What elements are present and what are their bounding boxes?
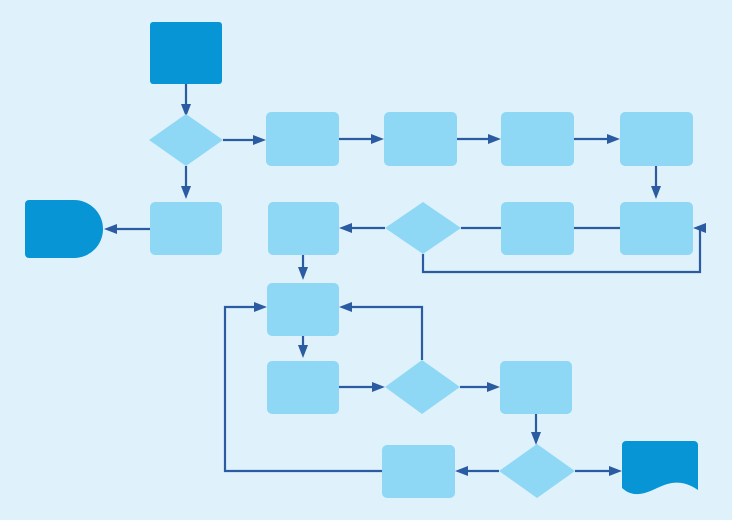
node-decision-1[interactable] — [149, 114, 223, 166]
node-layer — [25, 22, 698, 498]
node-decision-2[interactable] — [385, 202, 461, 254]
connector-process-r1-3-to-process-r1-4 — [574, 134, 620, 144]
node-process-r1-3[interactable] — [501, 112, 574, 166]
node-start[interactable] — [150, 22, 222, 84]
node-process-r2-4[interactable] — [620, 202, 693, 255]
node-process-r3-2[interactable] — [267, 361, 339, 414]
node-process-r2-2[interactable] — [268, 202, 339, 255]
connector-layer — [104, 84, 706, 476]
node-process-r3-3[interactable] — [500, 361, 572, 414]
connector-decision-2-loop-to-process-r2-4 — [421, 223, 706, 274]
node-process-r4-1[interactable] — [382, 445, 455, 498]
connector-decision-1-to-process-r1-1 — [223, 135, 266, 145]
connector-decision-3-loop-to-process-r3-1 — [339, 302, 424, 360]
node-process-r1-2[interactable] — [384, 112, 457, 166]
node-process-r1-1[interactable] — [266, 112, 339, 166]
connector-process-r2-2-to-process-r3-1 — [298, 255, 308, 280]
connector-process-r1-2-to-process-r1-3 — [457, 134, 501, 144]
node-decision-4[interactable] — [499, 444, 575, 498]
connector-decision-3-to-process-r3-3 — [460, 382, 500, 392]
connector-decision-2-to-process-r2-2 — [339, 223, 385, 233]
node-process-r2-1[interactable] — [150, 202, 222, 255]
connector-process-r2-1-to-end-terminator — [104, 224, 150, 234]
node-process-r3-1[interactable] — [267, 283, 339, 336]
node-decision-3[interactable] — [385, 360, 460, 414]
connector-start-to-decision-1 — [181, 84, 191, 117]
connector-decision-4-to-process-r4-1 — [455, 466, 499, 476]
connector-process-r3-1-to-process-r3-2 — [298, 336, 308, 358]
connector-process-r4-1-loop-to-process-r3-1 — [223, 302, 382, 473]
connector-decision-1-to-process-r2-1 — [181, 166, 191, 199]
node-process-r2-3[interactable] — [501, 202, 574, 255]
connector-process-r3-3-to-decision-4 — [531, 414, 541, 445]
node-end-terminator[interactable] — [25, 200, 103, 258]
connector-process-r3-2-to-decision-3 — [339, 382, 385, 392]
node-process-r1-4[interactable] — [620, 112, 693, 166]
node-document-end[interactable] — [622, 441, 698, 495]
connector-decision-4-to-document-end — [575, 466, 622, 476]
connector-process-r1-1-to-process-r1-2 — [339, 134, 384, 144]
connector-process-r1-4-to-process-r2-4 — [651, 166, 661, 199]
